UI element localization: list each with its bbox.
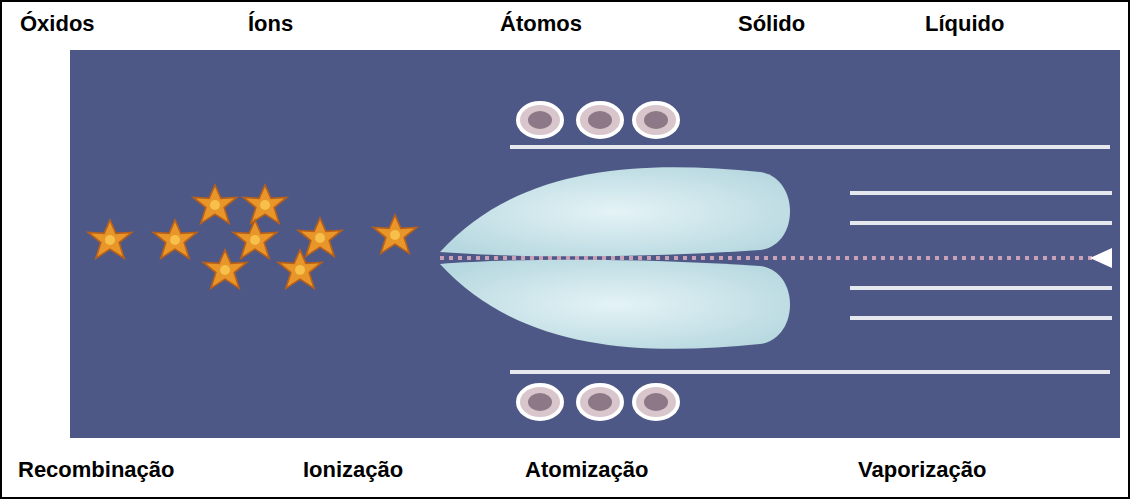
process-label: Recombinação: [18, 459, 175, 481]
plasma-lobe: [440, 167, 790, 256]
species-label: Sólido: [738, 13, 805, 35]
rf-coil-core: [528, 111, 668, 411]
particles: [88, 185, 416, 288]
sample-channel: [440, 256, 1095, 260]
species-label: Óxidos: [20, 13, 95, 35]
flow-arrow: [1090, 248, 1112, 268]
process-label: Vaporização: [858, 459, 986, 481]
rf-coil: [518, 103, 678, 419]
background-panel: [70, 50, 1120, 438]
process-label: Ionização: [303, 459, 403, 481]
species-label: Átomos: [500, 13, 582, 35]
species-label: Líquido: [925, 13, 1004, 35]
plasma-lobe: [440, 260, 790, 349]
process-label: Atomização: [525, 459, 648, 481]
species-label: Íons: [248, 13, 293, 35]
